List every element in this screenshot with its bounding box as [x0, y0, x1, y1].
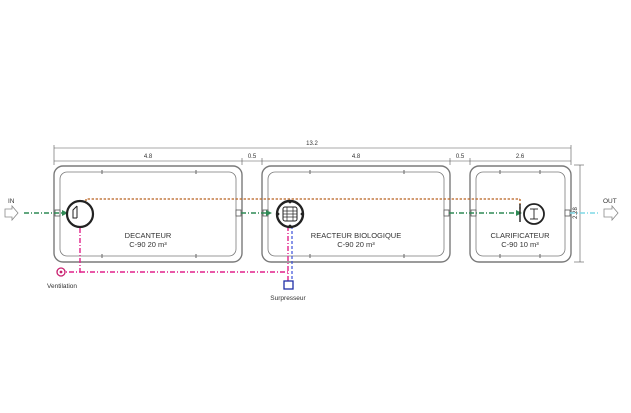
dim-total: 13.2 [306, 141, 318, 147]
aerator-icon [275, 199, 305, 229]
clarificateur-name: CLARIFICATEUR [490, 231, 550, 240]
outlet-arrow-icon [603, 204, 619, 222]
surpresseur-label: Surpresseur [270, 295, 306, 302]
dim-reacteur: 4.8 [352, 154, 361, 160]
manhole-icon [65, 199, 95, 229]
inlet-arrow-icon [4, 204, 19, 222]
reacteur-spec: C-90 20 m³ [337, 240, 375, 249]
clarificateur-spec: C-90 10 m³ [501, 240, 539, 249]
ventilation-icon [56, 267, 66, 277]
outlet-label: OUT [603, 198, 617, 205]
dim-gap2: 0.5 [456, 154, 465, 160]
decanteur-spec: C-90 20 m³ [129, 240, 167, 249]
outlet-chamber-icon [519, 203, 545, 225]
air-lines [62, 226, 289, 282]
dim-gap1: 0.5 [248, 154, 257, 160]
dim-clarificateur: 2.6 [516, 154, 525, 160]
decanteur-name: DECANTEUR [125, 231, 172, 240]
dim-height: 2.28 [573, 207, 579, 219]
inflow-arrows [62, 210, 522, 216]
reacteur-name: REACTEUR BIOLOGIQUE [311, 231, 401, 240]
blower-icon [283, 280, 294, 290]
ventilation-label: Ventilation [47, 283, 77, 290]
dim-decanteur: 4.8 [144, 154, 153, 160]
inlet-label: IN [8, 198, 15, 205]
